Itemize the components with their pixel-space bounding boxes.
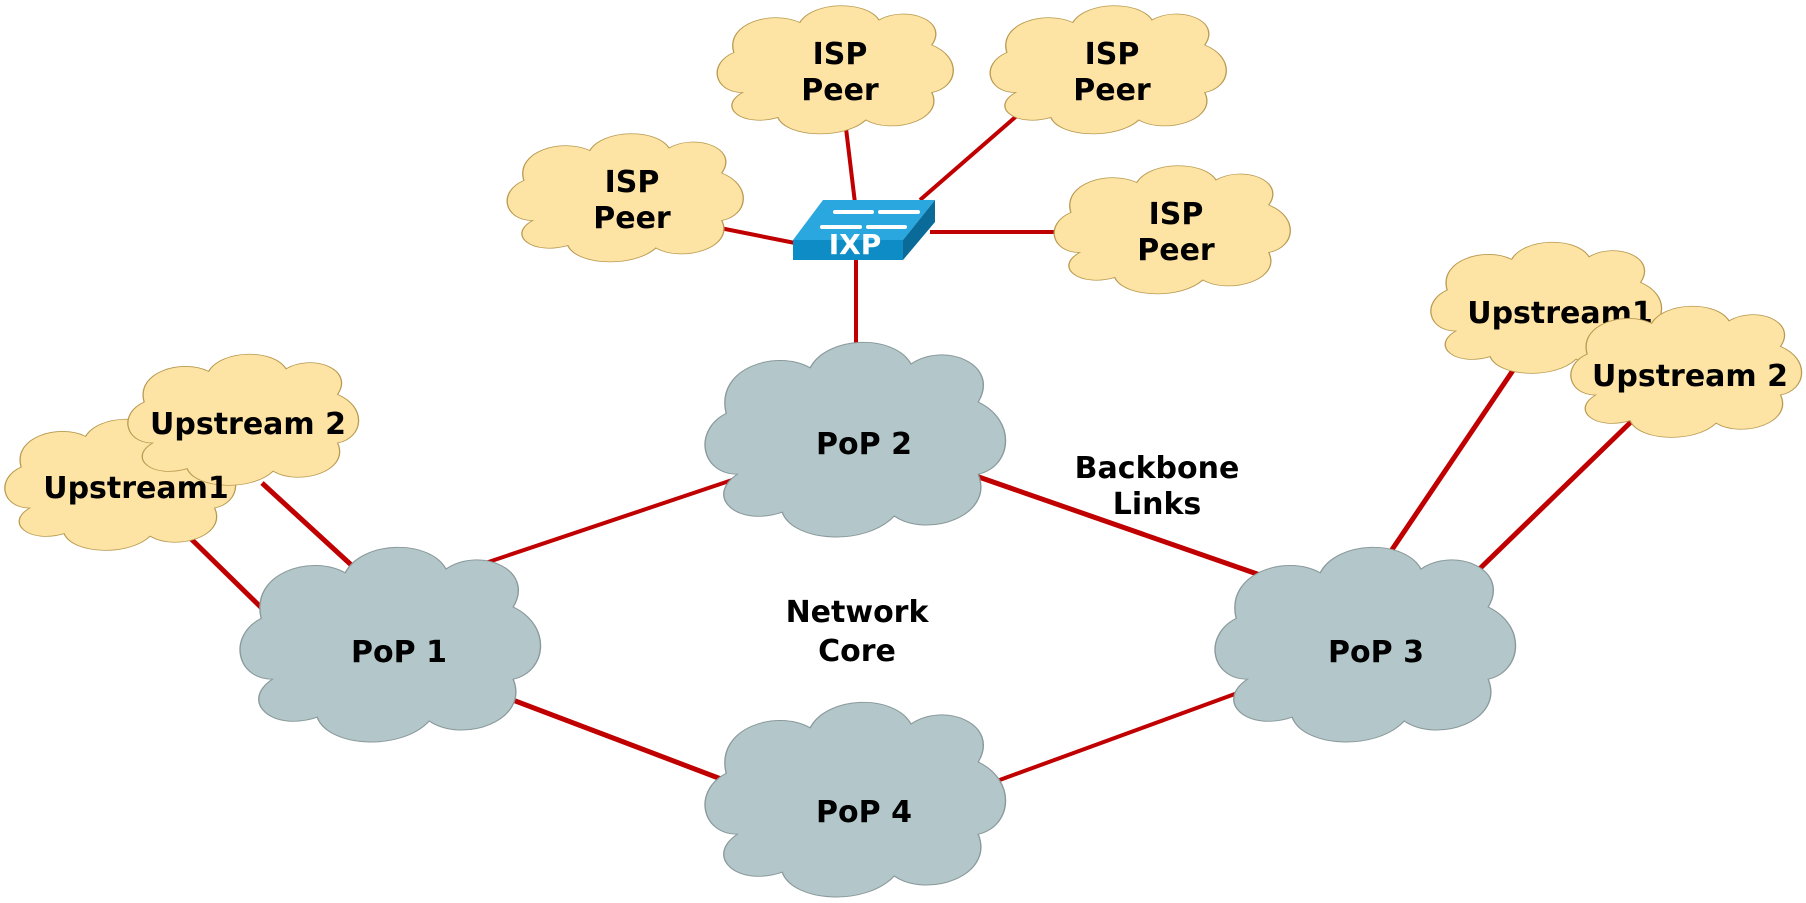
isp-peer-left-line1: ISP [605,165,660,200]
isp-peer-cloud-top-right: ISP Peer [990,6,1226,134]
link-pop3-right-upstream2 [1463,416,1637,585]
isp-peer-cloud-left: ISP Peer [507,134,743,262]
ixp-front-face [793,240,903,260]
isp-peer-top-left-line1: ISP [813,37,868,72]
left-upstream2-cloud: Upstream 2 [128,354,359,485]
backbone-link-pop4-pop1 [504,694,751,793]
pop-1-label: PoP 1 [351,635,447,670]
link-ixp-peer-top-left [843,119,857,204]
pop-cloud-1: PoP 1 [240,547,541,742]
pop-cloud-3: PoP 3 [1215,547,1516,742]
pop-cloud-4: PoP 4 [705,702,1006,897]
isp-peer-right-line1: ISP [1149,197,1204,232]
pop-3-label: PoP 3 [1328,635,1424,670]
isp-peer-left-line2: Peer [593,201,671,236]
backbone-links-label-line2: Links [1113,487,1202,522]
right-upstream2-cloud: Upstream 2 [1571,306,1802,437]
backbone-link-pop2-pop3 [929,457,1307,594]
isp-peer-cloud-top-left: ISP Peer [717,6,953,134]
pop-2-label: PoP 2 [816,427,912,462]
isp-peer-top-right-line2: Peer [1073,73,1151,108]
backbone-links-label-line1: Backbone [1075,451,1240,486]
isp-peer-cloud-right: ISP Peer [1054,166,1290,294]
pop-cloud-2: PoP 2 [705,342,1006,537]
ixp-switch: IXP [793,200,935,261]
switch-icon [793,200,935,260]
ixp-side-face [903,200,935,260]
network-core-label-line2: Core [818,634,896,669]
link-pop3-right-upstream1 [1382,358,1523,562]
isp-peer-top-left-line2: Peer [801,73,879,108]
link-pop1-left-upstream2 [260,481,362,575]
isp-peer-right-line2: Peer [1137,233,1215,268]
ixp-label: IXP [829,228,882,261]
isp-peer-top-right-line1: ISP [1085,37,1140,72]
right-upstream2-label: Upstream 2 [1592,359,1788,394]
pop-4-label: PoP 4 [816,795,912,830]
left-upstream2-label: Upstream 2 [150,407,346,442]
network-core-label-line1: Network [786,595,930,630]
left-upstream1-label: Upstream1 [43,471,229,506]
